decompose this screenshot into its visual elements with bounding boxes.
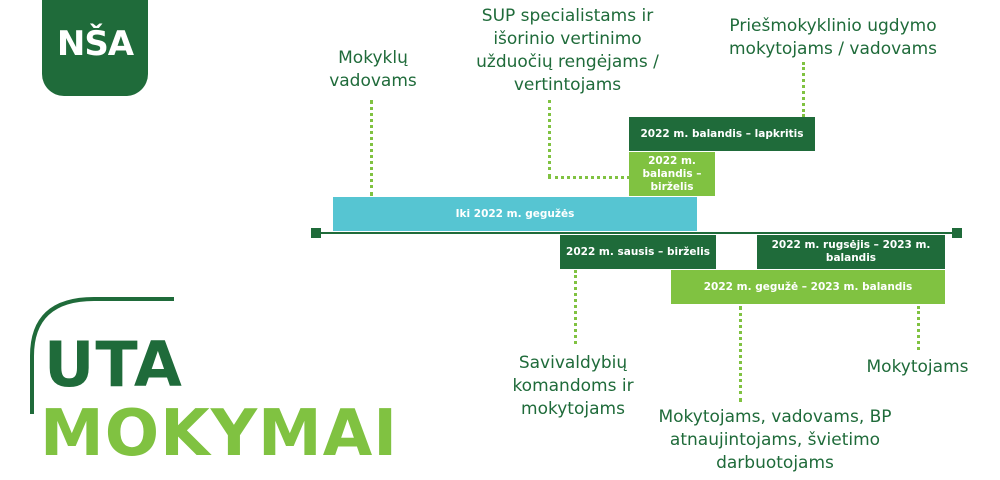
connector-teachers-lower: [917, 306, 920, 350]
label-school-leaders: Mokyklų vadovams: [329, 48, 417, 91]
label-preschool: Priešmokyklinio ugdymo mokytojams / vado…: [729, 16, 937, 59]
timeline-start-marker: [311, 228, 321, 238]
bar-until-may: Iki 2022 m. gegužės: [333, 197, 697, 231]
bar-may-apr: 2022 m. gegužė – 2023 m. balandis: [671, 270, 945, 304]
decorative-curve: [30, 297, 174, 414]
timeline-end-marker: [952, 228, 962, 238]
bar-jan-jun: 2022 m. sausis – birželis: [560, 235, 716, 269]
bar-sep-apr: 2022 m. rugsėjis – 2023 m. balandis: [757, 235, 945, 269]
bar-apr-nov: 2022 m. balandis – lapkritis: [629, 117, 815, 151]
label-municipal: Savivaldybių komandoms ir mokytojams: [512, 353, 634, 419]
connector-teachers-leaders: [739, 306, 742, 402]
label-sup-specialists: SUP specialistams ir išorinio vertinimo …: [476, 6, 659, 95]
logo-text: NŠA: [56, 24, 134, 64]
label-teachers: Mokytojams: [866, 357, 969, 377]
timeline-axis: [314, 232, 958, 234]
connector-preschool: [802, 62, 805, 117]
connector-sup-horizontal: [548, 176, 630, 179]
title-line2: MOKYMAI: [40, 397, 399, 471]
nsa-logo: NŠA: [42, 0, 148, 96]
title-line1: UTA: [44, 328, 183, 401]
bar-apr-jun: 2022 m. balandis – birželis: [629, 152, 715, 196]
connector-sup-vertical: [548, 100, 551, 177]
label-teachers-leaders: Mokytojams, vadovams, BP atnaujintojams,…: [658, 407, 892, 473]
connector-municipal: [574, 270, 577, 344]
connector-school-leaders: [370, 100, 373, 196]
